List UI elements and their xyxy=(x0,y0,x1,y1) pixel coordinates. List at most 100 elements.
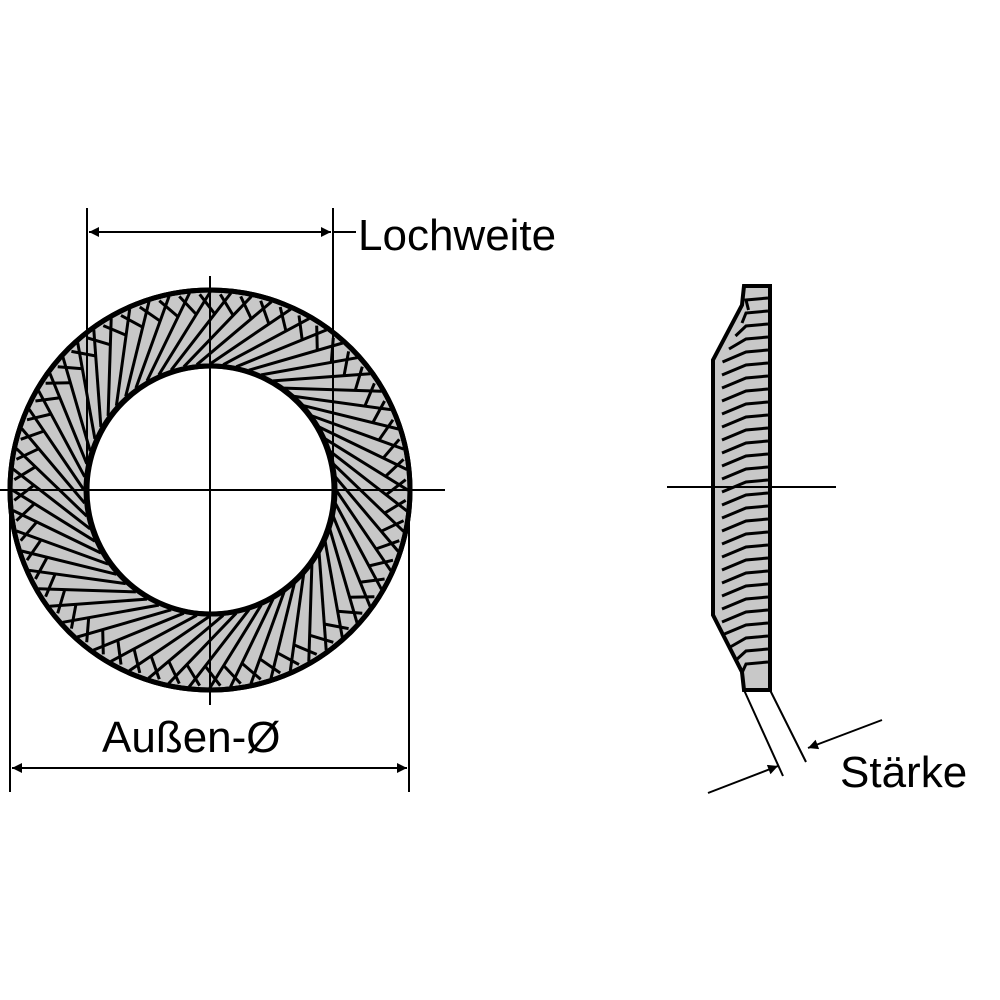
serration-notch xyxy=(337,609,363,615)
serration-notch xyxy=(71,349,97,358)
side-tooth xyxy=(721,452,769,468)
serration-notch xyxy=(384,478,407,497)
serration-notch xyxy=(167,660,181,685)
serration-line xyxy=(317,552,328,651)
serration-line xyxy=(12,509,102,555)
serration-notch xyxy=(132,648,142,674)
serration-notch xyxy=(380,519,405,533)
serration-notch xyxy=(375,539,400,551)
serration-notch xyxy=(381,438,401,460)
serration-line xyxy=(324,437,409,492)
serration-notch xyxy=(297,315,304,341)
serration-notch xyxy=(86,336,111,347)
side-tooth xyxy=(728,335,769,351)
side-tooth xyxy=(734,322,769,338)
serration-notch xyxy=(368,558,394,568)
serration-notch xyxy=(35,396,61,403)
serration-notch xyxy=(20,429,45,441)
serration-line xyxy=(208,604,263,689)
serration-line xyxy=(76,608,172,639)
serration-notch xyxy=(69,603,78,629)
serration-notch xyxy=(185,663,201,687)
serration-line xyxy=(27,408,86,491)
serration-line xyxy=(334,489,393,572)
serration-line xyxy=(182,295,253,368)
serration-line xyxy=(331,515,372,608)
serration-line xyxy=(303,404,399,431)
serration-notch xyxy=(25,538,43,562)
serration-notch xyxy=(240,661,262,681)
serration-notch xyxy=(158,299,180,319)
serration-line xyxy=(128,614,211,673)
serration-line xyxy=(92,329,103,428)
serration-line xyxy=(37,390,87,478)
serration-notch xyxy=(120,314,144,329)
serration-line xyxy=(332,462,405,533)
serration-notch xyxy=(349,595,375,599)
serration-line xyxy=(209,307,292,366)
serration-line xyxy=(260,356,358,377)
serration-notch xyxy=(15,447,40,461)
serration-line xyxy=(294,394,392,412)
serration-notch xyxy=(26,412,52,422)
serration-notch xyxy=(149,655,161,680)
serration-notch xyxy=(219,293,235,317)
serration-line xyxy=(49,597,148,608)
serration-line xyxy=(169,292,233,372)
serration-notch xyxy=(178,295,198,316)
serration-line xyxy=(92,611,185,652)
serration-notch xyxy=(15,502,36,522)
serration-line xyxy=(328,528,359,624)
serration-notch xyxy=(138,305,162,323)
serration-line xyxy=(323,540,344,638)
serration-notch xyxy=(309,633,334,644)
serration-line xyxy=(145,292,191,382)
serration-line xyxy=(229,598,275,688)
side-tooth xyxy=(721,465,769,481)
side-tooth xyxy=(721,439,769,455)
side-tooth xyxy=(721,387,769,403)
thickness-label: Stärke xyxy=(840,748,967,797)
side-tooth xyxy=(721,504,769,520)
side-serration-lines xyxy=(721,296,769,675)
serration-notch xyxy=(278,306,288,332)
serration-notch xyxy=(116,639,123,665)
serration-line xyxy=(134,295,171,389)
side-tooth xyxy=(721,621,769,637)
side-tooth xyxy=(721,582,769,598)
side-tooth xyxy=(721,478,769,494)
serration-line xyxy=(328,449,408,513)
serration-line xyxy=(157,291,212,376)
serration-line xyxy=(15,529,109,566)
serration-notch xyxy=(13,465,37,481)
serration-line xyxy=(124,301,151,397)
serration-notch xyxy=(19,520,39,542)
serration-notch xyxy=(13,483,36,502)
side-tooth xyxy=(721,400,769,416)
side-tooth xyxy=(721,608,769,624)
side-tooth xyxy=(721,348,769,364)
serration-notch xyxy=(57,365,83,371)
side-tooth xyxy=(721,361,769,377)
serration-notch xyxy=(239,295,253,320)
serration-line xyxy=(62,603,160,624)
front-view: Lochweite Außen-Ø xyxy=(0,208,556,792)
serration-notch xyxy=(222,664,242,685)
serration-notch xyxy=(34,556,49,580)
thickness-extension-1 xyxy=(743,689,784,777)
serration-line xyxy=(110,613,198,663)
serration-notch xyxy=(342,351,351,377)
serration-line xyxy=(222,317,310,367)
serration-notch xyxy=(384,458,405,478)
side-tooth xyxy=(721,426,769,442)
serration-notch xyxy=(85,617,91,643)
serration-notch xyxy=(101,629,105,655)
serration-notch xyxy=(377,418,395,442)
side-tooth xyxy=(721,413,769,429)
serration-line xyxy=(288,574,306,672)
serration-notch xyxy=(383,499,407,515)
serration-notch xyxy=(371,400,386,424)
serration-notch xyxy=(56,589,67,614)
